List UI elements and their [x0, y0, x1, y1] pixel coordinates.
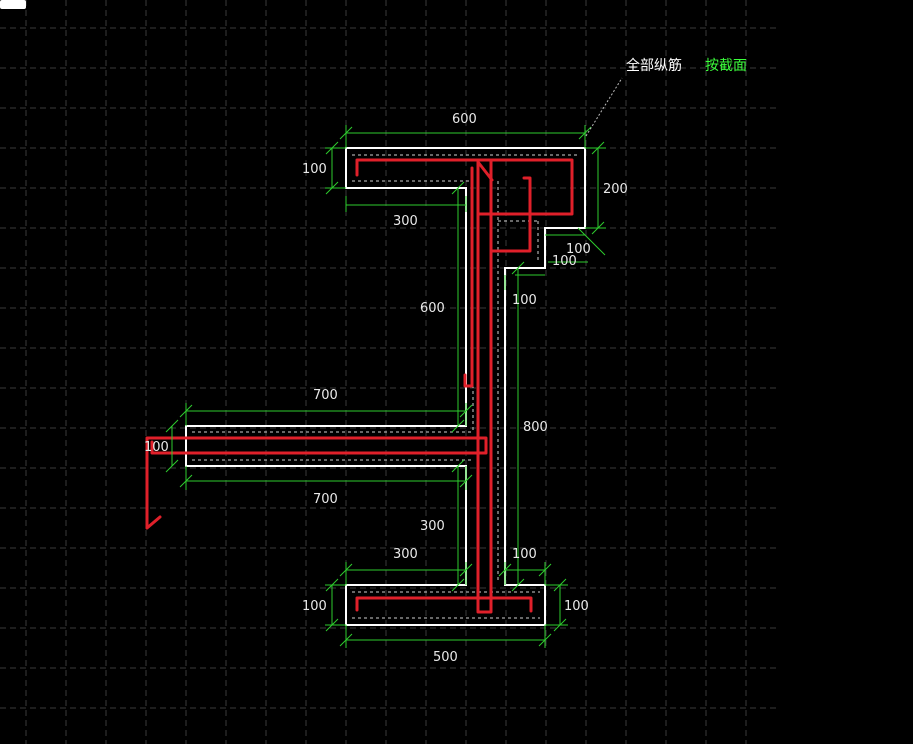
legend-by-section[interactable]: 按截面: [705, 58, 747, 74]
dim-step-b: 100: [552, 254, 577, 269]
dim-arm-end: 100: [144, 440, 169, 455]
dim-upper-web: 600: [420, 301, 445, 316]
dim-bottom-left-thickness: 100: [302, 599, 327, 614]
dimension-texts: 600 100 200 300 100 100 100 600 800 700 …: [144, 112, 628, 665]
dim-bottom-right-thickness: 100: [564, 599, 589, 614]
legend-leader: [585, 77, 623, 137]
dim-bottom-right: 100: [512, 547, 537, 562]
cover-lines: [192, 154, 578, 619]
rebar-step: [490, 176, 532, 253]
dim-lower-web: 300: [420, 519, 445, 534]
corner-tab[interactable]: [0, 0, 26, 9]
dim-arm-top: 700: [313, 388, 338, 403]
rebar-upper-web: [463, 166, 474, 388]
dim-top-thickness: 100: [302, 162, 327, 177]
dim-top-inner: 300: [393, 214, 418, 229]
legend-all-longitudinal[interactable]: 全部纵筋: [626, 57, 682, 74]
dim-step-a: 100: [566, 242, 591, 257]
dim-web-right: 800: [523, 420, 548, 435]
rebar-bottom-flange: [355, 596, 533, 613]
dim-bottom-inner: 300: [393, 547, 418, 562]
rebar-web-main: [476, 158, 493, 614]
dim-top-right-depth: 200: [603, 182, 628, 197]
dimension-lines: [165, 125, 606, 648]
dim-step-c: 100: [512, 293, 537, 308]
rebar-group: [145, 158, 574, 614]
rebar-top-flange: [355, 158, 574, 216]
background-grid: [0, 0, 780, 744]
dim-arm-bottom: 700: [313, 492, 338, 507]
rebar-arm: [145, 436, 488, 530]
dim-bottom-width: 500: [433, 650, 458, 665]
dim-top-width: 600: [452, 112, 477, 127]
